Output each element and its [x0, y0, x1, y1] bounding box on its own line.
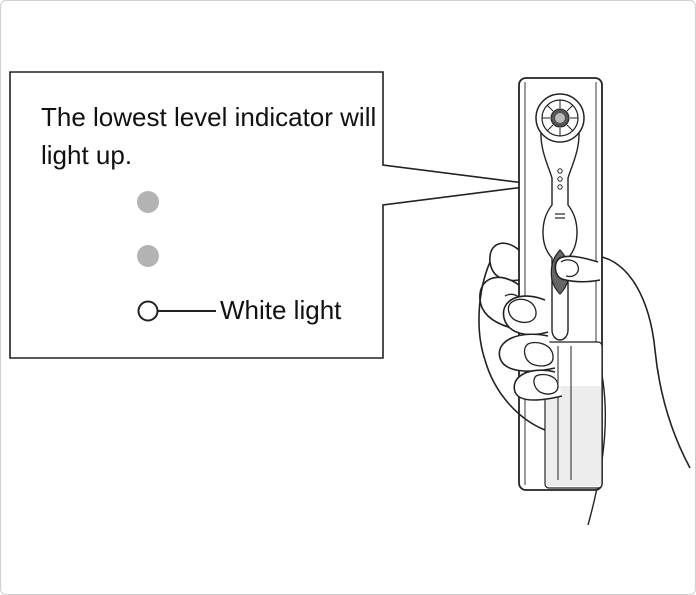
- finger-back-1: [489, 242, 520, 282]
- palm: [478, 261, 546, 431]
- device-indicator-3: [557, 184, 563, 190]
- indicator-dot-lowest-white: [137, 300, 159, 322]
- device-spine: [540, 129, 580, 341]
- callout-box: [9, 71, 541, 359]
- indicator-dot-middle: [137, 245, 159, 267]
- water-level: [546, 386, 601, 486]
- callout-message: The lowest level indicator will light up…: [41, 102, 377, 170]
- indicator-dot-top: [137, 191, 159, 213]
- arm: [597, 255, 691, 469]
- white-light-label: White light: [220, 295, 342, 325]
- device-indicator-2: [557, 176, 563, 182]
- device-indicator-1: [557, 168, 563, 174]
